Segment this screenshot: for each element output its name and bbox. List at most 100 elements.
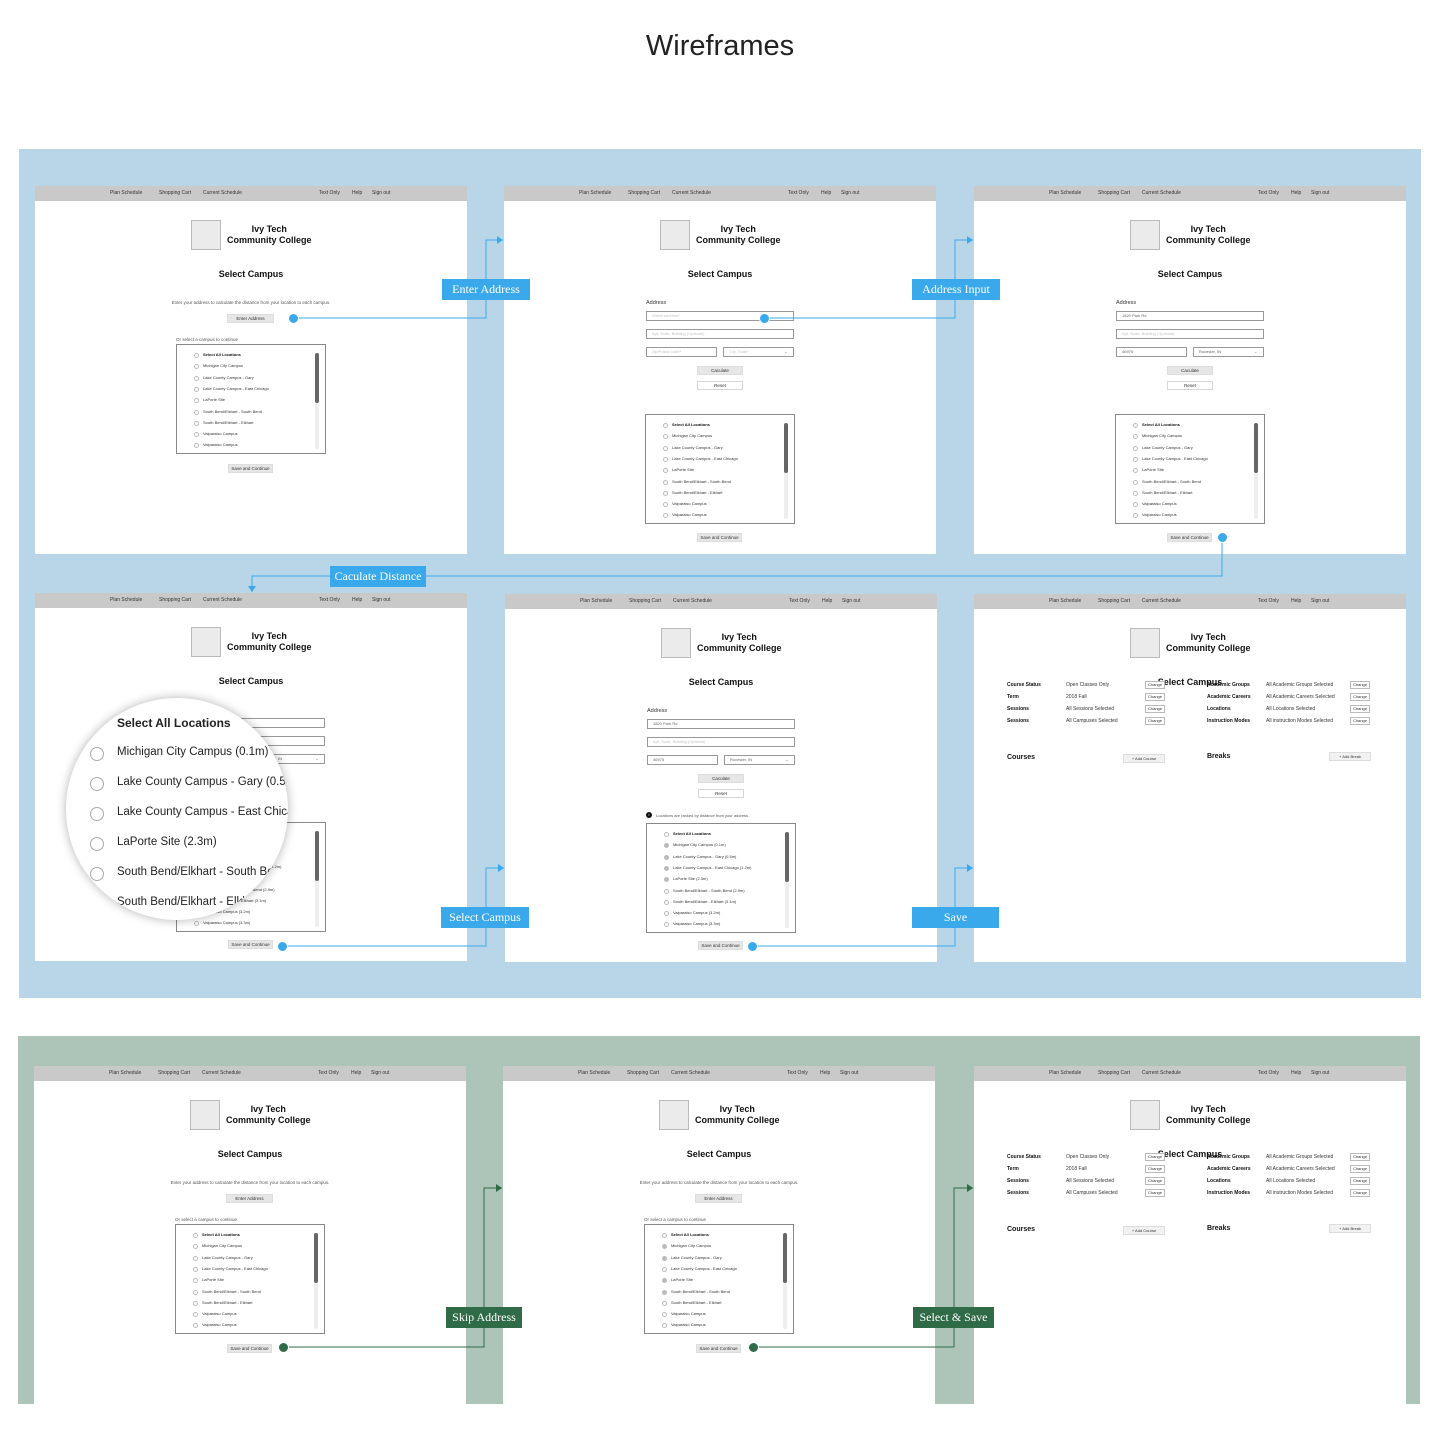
apt-suite-input[interactable]: Apt, Suite, Building (Optional)	[1116, 329, 1264, 339]
change-button[interactable]: Change	[1350, 1177, 1370, 1185]
nav-sign-out[interactable]: Sign out	[1311, 598, 1330, 604]
change-button[interactable]: Change	[1145, 705, 1165, 713]
campus-option[interactable]: Select All Locations	[176, 1230, 316, 1241]
nav-text-only[interactable]: Text Only	[787, 1070, 808, 1076]
calculate-button[interactable]: Caculate	[697, 366, 743, 375]
campus-option[interactable]: Lake County Campus - Gary	[646, 443, 786, 454]
campus-radio[interactable]	[193, 1278, 198, 1284]
campus-radio[interactable]	[194, 386, 199, 392]
street-address-input[interactable]: Street address*	[646, 311, 794, 321]
campus-option[interactable]: Michigan City Campus	[1116, 431, 1256, 442]
nav-plan[interactable]: Plan Schedule	[110, 190, 143, 196]
campus-radio[interactable]	[1133, 423, 1138, 428]
campus-radio[interactable]	[194, 432, 199, 438]
nav-help[interactable]: Help	[1291, 598, 1302, 604]
campus-option[interactable]: South Bend/Elkhart - South Bend (2.9m)	[647, 886, 787, 897]
list-scrollbar[interactable]	[315, 831, 319, 927]
campus-option[interactable]: Valparaiso Campus	[177, 440, 317, 451]
reset-button[interactable]: Reset	[697, 381, 743, 390]
list-scrollbar[interactable]	[315, 353, 319, 449]
nav-cart[interactable]: Shopping Cart	[159, 190, 191, 196]
campus-option[interactable]: South Bend/Elkhart - Elkhart	[646, 488, 786, 499]
nav-current[interactable]: Current Schedule	[202, 1070, 241, 1076]
campus-radio[interactable]	[1133, 513, 1138, 519]
list-scrollbar-thumb[interactable]	[314, 1233, 318, 1283]
nav-current[interactable]: Current Schedule	[203, 597, 242, 603]
campus-option[interactable]: Lake County Campus - East Chicago	[646, 454, 786, 465]
campus-radio[interactable]	[194, 375, 199, 381]
change-button[interactable]: Change	[1350, 1189, 1370, 1197]
campus-option[interactable]: Lake County Campus - Gary	[176, 1253, 316, 1264]
campus-option[interactable]: South Bend/Elkhart - Elkhart	[176, 1298, 316, 1309]
calculate-button[interactable]: Caculate	[1167, 366, 1213, 375]
nav-cart[interactable]: Shopping Cart	[628, 190, 660, 196]
street-address-input[interactable]: 1820 Park Rd	[647, 719, 795, 729]
campus-radio[interactable]	[663, 490, 668, 496]
campus-option[interactable]: Valparaiso Campus (3.3m)	[177, 918, 317, 929]
city-state-dropdown[interactable]: City, State*⌄	[723, 347, 794, 357]
campus-option[interactable]: South Bend/Elkhart - Elkhart (3.1m)	[647, 897, 787, 908]
nav-plan[interactable]: Plan Schedule	[109, 1070, 142, 1076]
nav-plan[interactable]: Plan Schedule	[110, 597, 143, 603]
campus-option[interactable]: Valparaiso Campus	[1116, 499, 1256, 510]
change-button[interactable]: Change	[1145, 681, 1165, 689]
campus-option[interactable]: Lake County Campus - East Chicago	[1116, 454, 1256, 465]
campus-option[interactable]: Valparaiso Campus	[645, 1309, 785, 1320]
nav-help[interactable]: Help	[820, 1070, 831, 1076]
save-continue-button[interactable]: Save and Continue	[1167, 533, 1212, 542]
list-scrollbar-thumb[interactable]	[784, 423, 788, 473]
list-scrollbar-thumb[interactable]	[785, 832, 789, 882]
campus-option[interactable]: South Bend/Elkhart - South Bend	[1116, 477, 1256, 488]
nav-help[interactable]: Help	[351, 1070, 362, 1076]
campus-option[interactable]: Lake County Campus - Gary	[177, 373, 317, 384]
campus-option[interactable]: Valparaiso Campus	[645, 1320, 785, 1331]
list-scrollbar[interactable]	[1254, 423, 1258, 519]
campus-radio[interactable]	[193, 1244, 198, 1250]
campus-option[interactable]: Valparaiso Campus	[646, 510, 786, 521]
change-button[interactable]: Change	[1350, 705, 1370, 713]
nav-plan[interactable]: Plan Schedule	[1049, 598, 1082, 604]
campus-radio[interactable]	[664, 843, 669, 849]
campus-radio[interactable]	[663, 434, 668, 440]
change-button[interactable]: Change	[1145, 1165, 1165, 1173]
reset-button[interactable]: Reset	[1167, 381, 1213, 390]
campus-option[interactable]: Select All Locations	[647, 829, 787, 840]
change-button[interactable]: Change	[1350, 693, 1370, 701]
campus-radio[interactable]	[663, 445, 668, 451]
campus-option[interactable]: Valparaiso Campus	[176, 1320, 316, 1331]
nav-current[interactable]: Current Schedule	[1142, 1070, 1181, 1076]
list-scrollbar[interactable]	[783, 1233, 787, 1329]
campus-radio[interactable]	[194, 398, 199, 404]
campus-option[interactable]: South Bend/Elkhart - Elkhart	[1116, 488, 1256, 499]
nav-sign-out[interactable]: Sign out	[372, 597, 391, 603]
save-continue-button[interactable]: Save and Continue	[227, 1344, 272, 1353]
nav-sign-out[interactable]: Sign out	[840, 1070, 859, 1076]
change-button[interactable]: Change	[1350, 1153, 1370, 1161]
nav-text-only[interactable]: Text Only	[788, 190, 809, 196]
campus-radio[interactable]	[662, 1233, 667, 1238]
campus-option[interactable]: Lake County Campus - East Chicago	[645, 1264, 785, 1275]
campus-radio[interactable]	[664, 922, 669, 928]
nav-plan[interactable]: Plan Schedule	[580, 598, 613, 604]
campus-option[interactable]: Lake County Campus - Gary	[1116, 443, 1256, 454]
campus-radio[interactable]	[662, 1266, 667, 1272]
campus-radio[interactable]	[662, 1278, 667, 1284]
enter-address-button[interactable]: Enter Address	[226, 1194, 273, 1203]
campus-radio[interactable]	[662, 1323, 667, 1329]
nav-plan[interactable]: Plan Schedule	[1049, 190, 1082, 196]
campus-option[interactable]: LaPorte Site (2.3m)	[647, 874, 787, 885]
campus-radio[interactable]	[663, 513, 668, 519]
add-break-button[interactable]: + Add Break	[1329, 752, 1371, 761]
campus-radio[interactable]	[662, 1300, 667, 1306]
campus-radio[interactable]	[664, 899, 669, 905]
nav-cart[interactable]: Shopping Cart	[159, 597, 191, 603]
nav-text-only[interactable]: Text Only	[789, 598, 810, 604]
campus-option[interactable]: Lake County Campus - Gary	[645, 1253, 785, 1264]
street-address-input[interactable]: 1820 Park Rd	[1116, 311, 1264, 321]
nav-sign-out[interactable]: Sign out	[1311, 190, 1330, 196]
campus-radio[interactable]	[194, 409, 199, 415]
nav-cart[interactable]: Shopping Cart	[629, 598, 661, 604]
nav-plan[interactable]: Plan Schedule	[579, 190, 612, 196]
